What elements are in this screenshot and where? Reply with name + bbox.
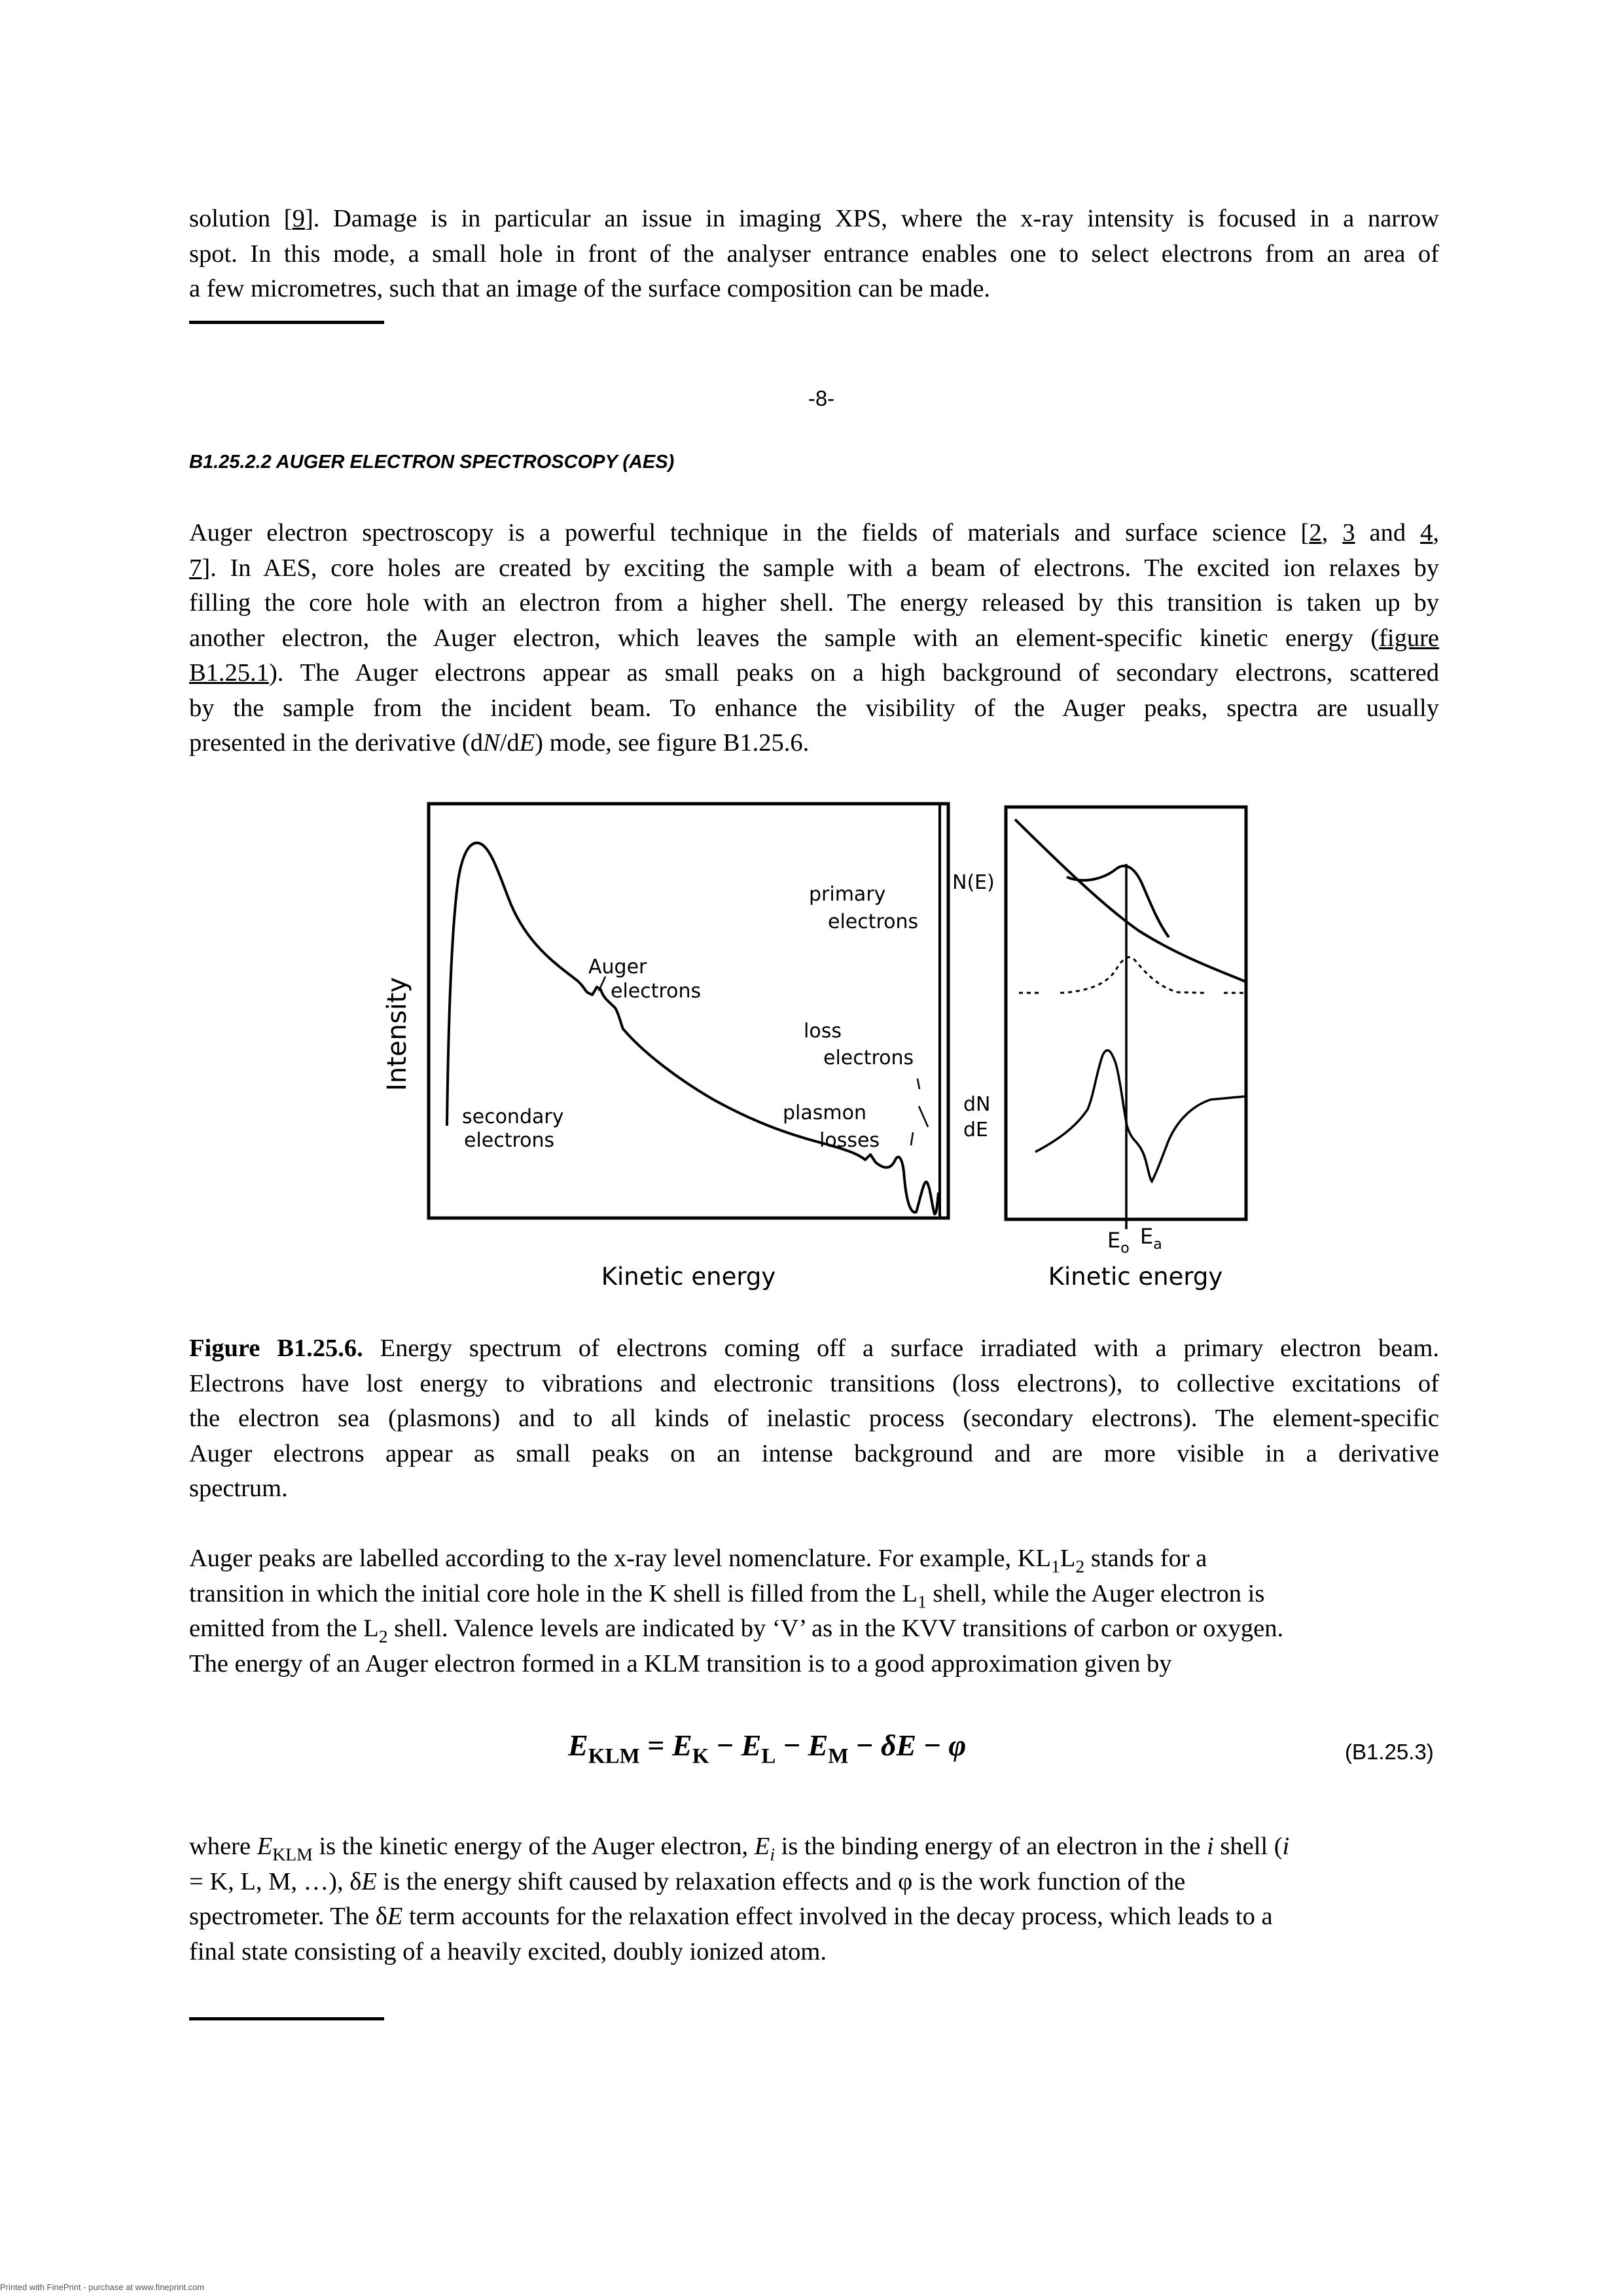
secondary-electrons-label: secondary: [462, 1105, 563, 1128]
dn-label: dN: [963, 1093, 990, 1116]
equation-number: (B1.25.3): [1345, 1740, 1434, 1764]
peak-on-background-curve: [1066, 865, 1170, 939]
figure-caption: Figure B1.25.6. Energy spectrum of elect…: [189, 1335, 1439, 1502]
reference-link[interactable]: 2: [1309, 519, 1322, 547]
primary-electrons-label: electrons: [828, 910, 918, 933]
left-panel: Intensity Kinetic energy primary electro…: [382, 802, 950, 1291]
n-of-e-label: N(E): [952, 871, 995, 894]
section-heading: B1.25.2.2 AUGER ELECTRON SPECTROSCOPY (A…: [189, 452, 675, 473]
primary-electrons-label: primary: [809, 883, 885, 906]
plasmon-losses-label: losses: [819, 1129, 880, 1152]
page-number: -8-: [808, 386, 835, 410]
figure-link[interactable]: B1.25.1: [189, 659, 269, 687]
auger-electrons-label: electrons: [611, 980, 701, 1003]
reference-link[interactable]: 7: [189, 554, 202, 582]
figure-link[interactable]: figure: [1379, 624, 1439, 652]
print-footer: Printed with FinePrint - purchase at www…: [0, 2282, 205, 2292]
auger-electrons-label: Auger: [588, 956, 647, 978]
footnote-rule: [189, 321, 384, 324]
auger-paragraph: Auger electron spectroscopy is a powerfu…: [189, 519, 1439, 757]
x-axis-label: Kinetic energy: [601, 1263, 776, 1291]
plasmon-pointer: [910, 1132, 914, 1146]
where-paragraph: where EKLM is the kinetic energy of the …: [189, 1833, 1290, 1965]
background-curve: [1014, 818, 1247, 983]
auger-pointer: [597, 976, 607, 992]
reference-link[interactable]: 9: [292, 205, 305, 232]
auger-energy-equation: EKLM = EK − EL − EM − δE − φ: [568, 1729, 967, 1768]
nomenclature-paragraph: Auger peaks are labelled according to th…: [189, 1545, 1284, 1677]
plasmon-pointer: [918, 1105, 929, 1128]
loss-pointer: [916, 1078, 921, 1090]
right-panel: N(E) dN dE Eo Ea Kinetic energy: [952, 805, 1248, 1291]
de-label: dE: [963, 1119, 988, 1141]
footnote-rule: [189, 2017, 384, 2020]
derivative-curve: [1035, 1049, 1247, 1184]
ea-label: Ea: [1140, 1224, 1162, 1253]
plasmon-losses-label: plasmon: [783, 1102, 866, 1124]
reference-link[interactable]: 3: [1342, 519, 1355, 547]
spectrum-curve: [446, 841, 940, 1215]
left-panel-frame: [427, 802, 950, 1220]
x-axis-label: Kinetic energy: [1048, 1263, 1223, 1291]
y-axis-label: Intensity: [382, 977, 412, 1091]
top-paragraph: solution [9]. Damage is in particular an…: [189, 205, 1439, 302]
figure-label: Figure B1.25.6.: [189, 1335, 363, 1362]
loss-electrons-label: electrons: [823, 1047, 914, 1069]
reference-link[interactable]: 4: [1420, 519, 1433, 547]
loss-electrons-label: loss: [804, 1020, 842, 1043]
extracted-peak-curve: [1019, 956, 1243, 994]
e0-label: Eo: [1107, 1228, 1130, 1257]
secondary-electrons-label: electrons: [464, 1129, 554, 1152]
